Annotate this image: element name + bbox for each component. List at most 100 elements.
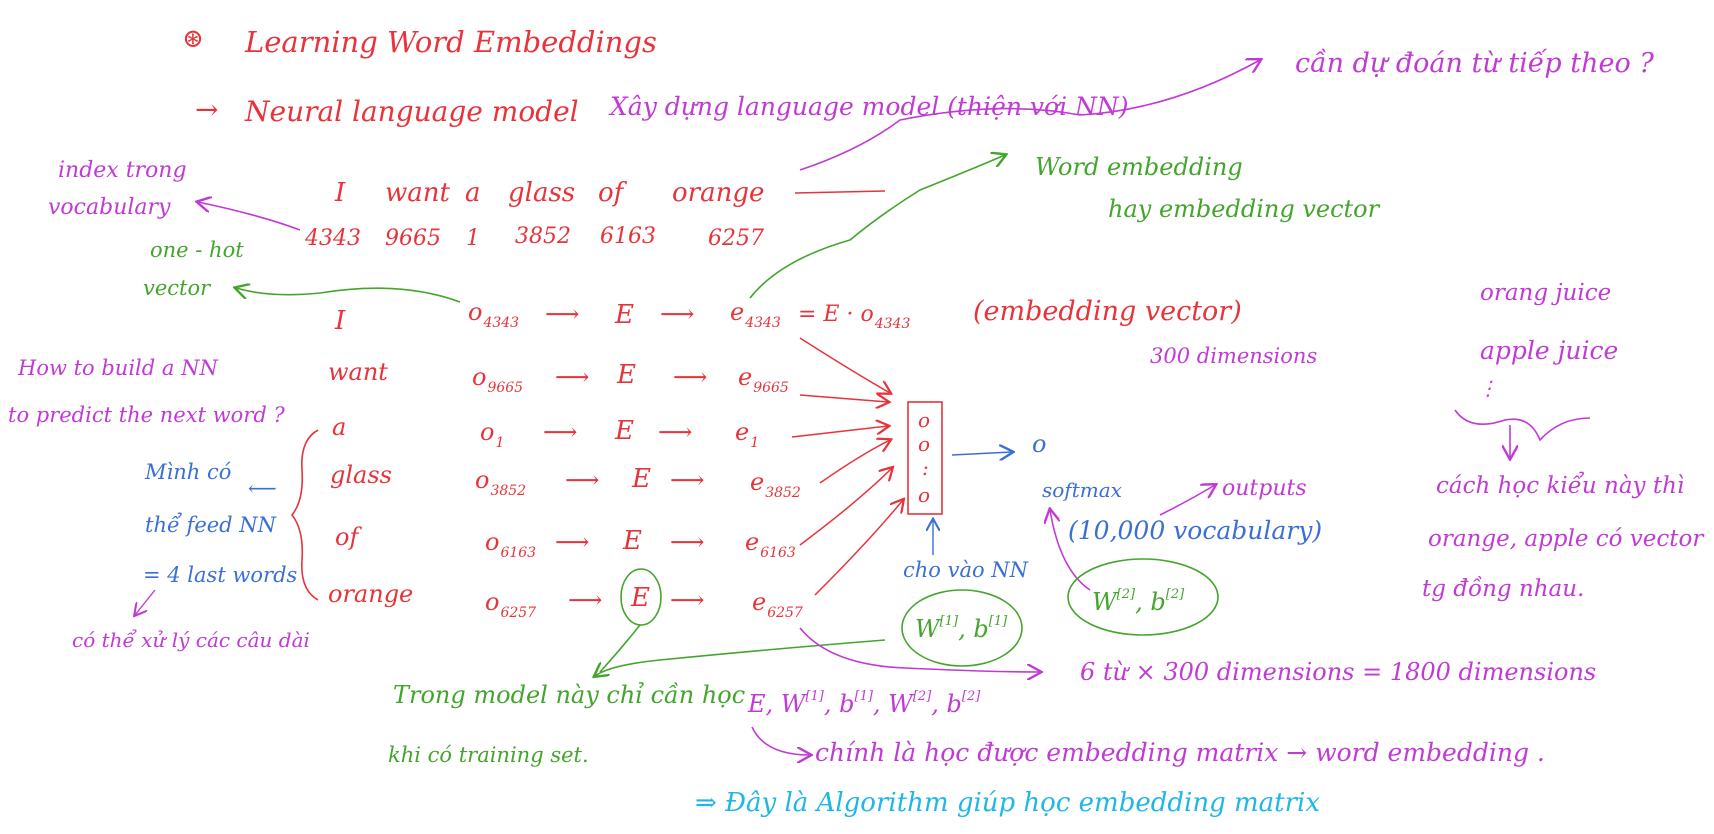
word-index: 1 xyxy=(466,226,480,251)
index-note-line2: vocabulary xyxy=(48,195,171,220)
row-arrow: ⟶ xyxy=(545,300,580,328)
learn-note-line2: khi có training set. xyxy=(388,743,589,767)
concat-arrow xyxy=(799,627,1040,672)
params-layer1: W[1], b[1] xyxy=(915,614,1008,643)
row-arrow: ⟶ xyxy=(673,363,708,391)
sentence-word: I xyxy=(335,178,346,208)
embedding-vector: e6257 xyxy=(752,588,803,621)
conclusion-arrow xyxy=(751,726,810,755)
embedding-formula: = E · o4343 xyxy=(798,302,911,332)
row-word: want xyxy=(328,358,388,386)
onehot-note-line2: vector xyxy=(143,276,211,300)
vocab-size: (10,000 vocabulary) xyxy=(1068,516,1323,545)
neuron: o xyxy=(918,432,931,456)
concat-note: 6 từ × 300 dimensions = 1800 dimensions xyxy=(1080,658,1597,686)
row-word: of xyxy=(335,523,359,551)
feed-note-arrow: ⟵ xyxy=(248,476,277,500)
juice-brace xyxy=(1454,409,1591,442)
word-embedding-note-line2: hay embedding vector xyxy=(1108,195,1380,223)
sentence-word: of xyxy=(598,178,624,208)
e2-to-nn xyxy=(799,395,888,402)
conclusion-note: chính là học được embedding matrix → wor… xyxy=(815,738,1545,767)
feed-note-line3: = 4 last words xyxy=(143,563,298,587)
onehot-vector: o3852 xyxy=(475,466,527,499)
long-sentence-note: có thể xử lý các câu dài xyxy=(72,628,310,652)
juice-expl1: cách học kiểu này thì xyxy=(1436,473,1685,499)
row-arrow: ⟶ xyxy=(543,418,578,446)
embedding-vector: e1 xyxy=(735,418,760,451)
embedding-matrix: E xyxy=(632,464,651,494)
e1-to-nn xyxy=(799,337,890,393)
juice-dots: ⋮ xyxy=(1478,376,1498,400)
row-arrow: ⟶ xyxy=(565,466,600,494)
e6-to-nn xyxy=(814,500,903,596)
params-layer2: W[2], b[2] xyxy=(1092,587,1185,616)
nn-layer-box xyxy=(907,401,943,515)
subtitle-arrow: → xyxy=(195,93,219,126)
embedding-vector: e4343 xyxy=(730,298,781,331)
params1-ellipse xyxy=(901,589,1023,667)
embedding-vector-note: (embedding vector) xyxy=(973,296,1242,327)
feed-note-line1: Mình có xyxy=(145,460,232,484)
sentence-word: want xyxy=(385,178,450,208)
row-word: I xyxy=(335,306,346,336)
neuron: o xyxy=(918,483,931,507)
e3-to-nn xyxy=(791,426,888,438)
next-word-question: cần dự đoán từ tiếp theo ? xyxy=(1295,48,1654,79)
row-word: orange xyxy=(328,580,414,608)
row-arrow: ⟶ xyxy=(568,586,603,614)
juice-line1: orang juice xyxy=(1480,280,1612,306)
question-line1: How to build a NN xyxy=(18,356,218,380)
sentence-word: orange xyxy=(672,178,765,208)
neuron: o xyxy=(918,408,931,432)
embedding-arrow xyxy=(749,155,1005,299)
embedding-matrix: E xyxy=(615,300,634,330)
word-index: 6257 xyxy=(708,226,764,251)
word-embedding-note-line1: Word embedding xyxy=(1035,153,1243,181)
neuron-ellipsis: : xyxy=(922,456,929,480)
question-arrow xyxy=(799,60,1260,171)
row-arrow: ⟶ xyxy=(555,363,590,391)
onehot-arrow xyxy=(236,288,461,303)
onehot-note-line1: one - hot xyxy=(150,238,244,262)
feed-note-line2: thể feed NN xyxy=(145,513,277,537)
e4-to-nn xyxy=(819,440,890,484)
juice-line2: apple juice xyxy=(1480,336,1619,365)
sentence-word: a xyxy=(465,178,481,208)
embedding-matrix: E xyxy=(623,526,642,556)
long-sentence-arrow xyxy=(135,589,156,615)
row-word: glass xyxy=(330,461,392,489)
onehot-vector: o6163 xyxy=(485,528,537,561)
algorithm-note: ⇒ Đây là Algorithm giúp học embedding ma… xyxy=(695,788,1320,818)
word-index: 3852 xyxy=(515,224,571,249)
nn-input-note: cho vào NN xyxy=(903,558,1029,582)
sentence-line xyxy=(794,190,886,194)
embedding-vector: e9665 xyxy=(738,363,789,396)
embedding-matrix: E xyxy=(617,360,636,390)
row-arrow: ⟶ xyxy=(670,466,705,494)
words-bracket xyxy=(290,429,319,601)
sentence-word: glass xyxy=(508,178,576,208)
page-title: Learning Word Embeddings xyxy=(245,25,657,59)
onehot-vector: o9665 xyxy=(472,363,524,396)
embedding-matrix: E xyxy=(631,583,650,613)
row-arrow: ⟶ xyxy=(658,418,693,446)
row-arrow: ⟶ xyxy=(660,300,695,328)
index-arrow xyxy=(198,202,301,231)
row-arrow: ⟶ xyxy=(555,528,590,556)
nn-output-arrow xyxy=(951,452,1012,455)
dimensions-note: 300 dimensions xyxy=(1150,344,1318,368)
onehot-vector: o1 xyxy=(480,418,505,451)
outputs-label: outputs xyxy=(1222,476,1307,501)
params2-ellipse xyxy=(1067,558,1219,636)
word-index: 9665 xyxy=(385,226,441,251)
word-index: 4343 xyxy=(305,226,361,251)
params2-arrow xyxy=(1050,510,1091,591)
onehot-vector: o4343 xyxy=(468,298,520,331)
learn-arrow xyxy=(595,639,886,676)
e-to-learn xyxy=(599,624,641,673)
subtitle-note: Xây dựng language model (thiện với NN) xyxy=(610,92,1129,121)
learn-note-line1: Trong model này chỉ cần học xyxy=(393,681,746,709)
row-word: a xyxy=(332,413,347,441)
